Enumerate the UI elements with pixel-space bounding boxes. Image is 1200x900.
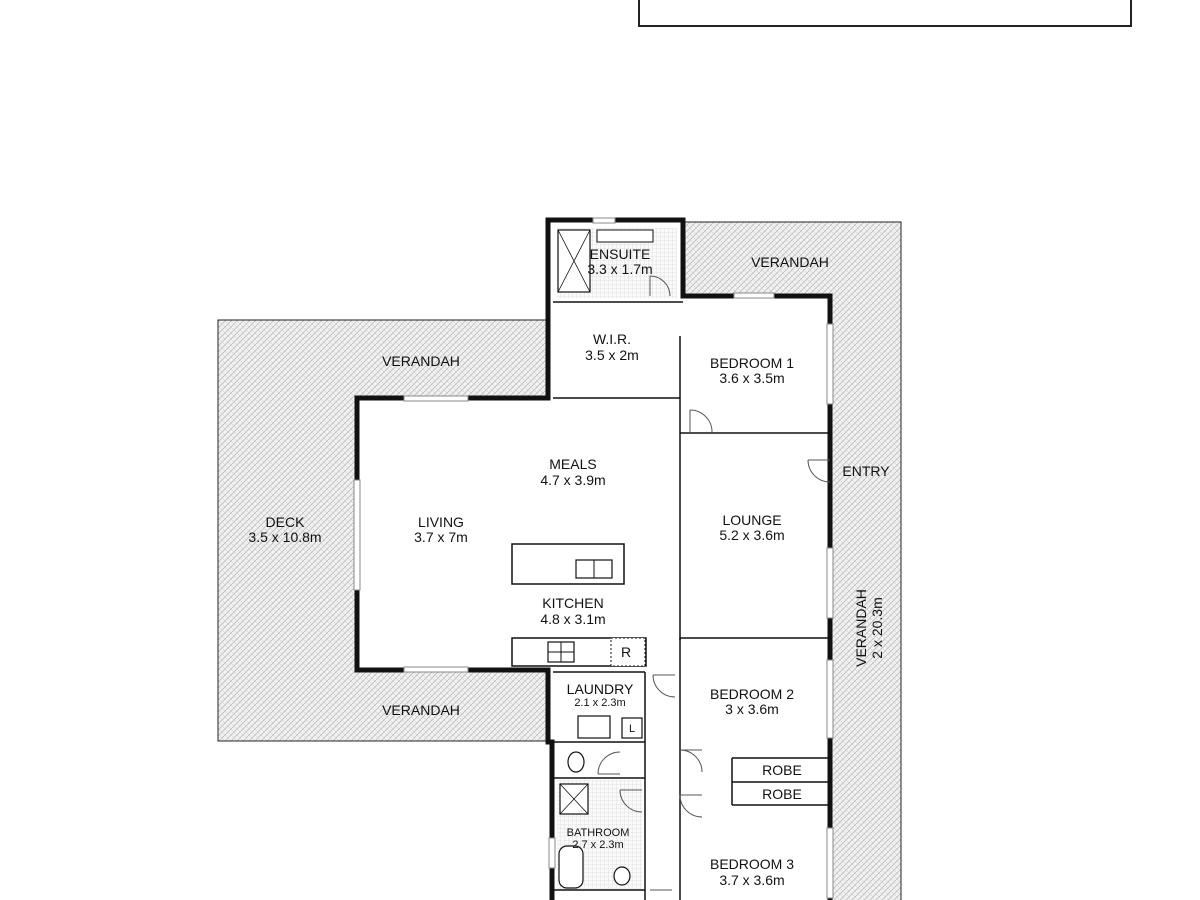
kitchen-size: 4.8 x 3.1m: [540, 611, 605, 627]
lounge-size: 5.2 x 3.6m: [719, 527, 784, 543]
verandah-right-size: 2 x 20.3m: [869, 597, 885, 658]
toilet: [567, 751, 585, 773]
laundry-name: LAUNDRY: [567, 681, 634, 697]
verandah-top-right-name: VERANDAH: [751, 254, 829, 270]
laundry-mark: L: [629, 723, 635, 735]
meals-name: MEALS: [549, 456, 596, 472]
meals-size: 4.7 x 3.9m: [540, 472, 605, 488]
laundry-cabinet: [621, 717, 643, 739]
ensuite-name: ENSUITE: [590, 246, 651, 262]
entry-name: ENTRY: [842, 463, 890, 479]
laundry-size: 2.1 x 2.3m: [574, 697, 625, 709]
bathtub: [558, 845, 584, 889]
wir-size: 3.5 x 2m: [585, 347, 639, 363]
fridge-mark: R: [621, 644, 631, 660]
internal-walls: [553, 301, 830, 900]
wir-name: W.I.R.: [593, 331, 631, 347]
bedroom3-name: BEDROOM 3: [710, 856, 794, 872]
verandah-right-name: VERANDAH: [853, 589, 869, 667]
bedroom2-name: BEDROOM 2: [710, 686, 794, 702]
lounge-name: LOUNGE: [722, 512, 781, 528]
ensuite-size: 3.3 x 1.7m: [587, 261, 652, 277]
verandah-bottom-left-name: VERANDAH: [382, 702, 460, 718]
bathroom-size: 2.7 x 2.3m: [572, 839, 623, 851]
bathroom-name: BATHROOM: [567, 827, 630, 839]
bath-toilet: [613, 866, 631, 886]
living-size: 3.7 x 7m: [414, 529, 468, 545]
robe1-name: ROBE: [762, 762, 802, 778]
doors: [597, 275, 831, 891]
bedroom1-name: BEDROOM 1: [710, 355, 794, 371]
ensuite-vanity: [596, 229, 654, 243]
bedroom2-size: 3 x 3.6m: [725, 701, 779, 717]
verandah-top-left-name: VERANDAH: [382, 353, 460, 369]
bedroom1-size: 3.6 x 3.5m: [719, 370, 784, 386]
bedroom3-size: 3.7 x 3.6m: [719, 872, 784, 888]
robe2-name: ROBE: [762, 786, 802, 802]
kitchen-name: KITCHEN: [542, 595, 603, 611]
deck-name: DECK: [266, 514, 306, 530]
fixtures: [511, 229, 654, 889]
title-box: [638, 0, 1132, 27]
windows: [353, 217, 834, 899]
room-labels: ENSUITE 3.3 x 1.7m VERANDAH W.I.R. 3.5 x…: [248, 246, 890, 888]
fridge-space: [610, 637, 646, 667]
living-name: LIVING: [418, 514, 464, 530]
laundry-tub: [577, 715, 611, 739]
deck-size: 3.5 x 10.8m: [248, 529, 321, 545]
